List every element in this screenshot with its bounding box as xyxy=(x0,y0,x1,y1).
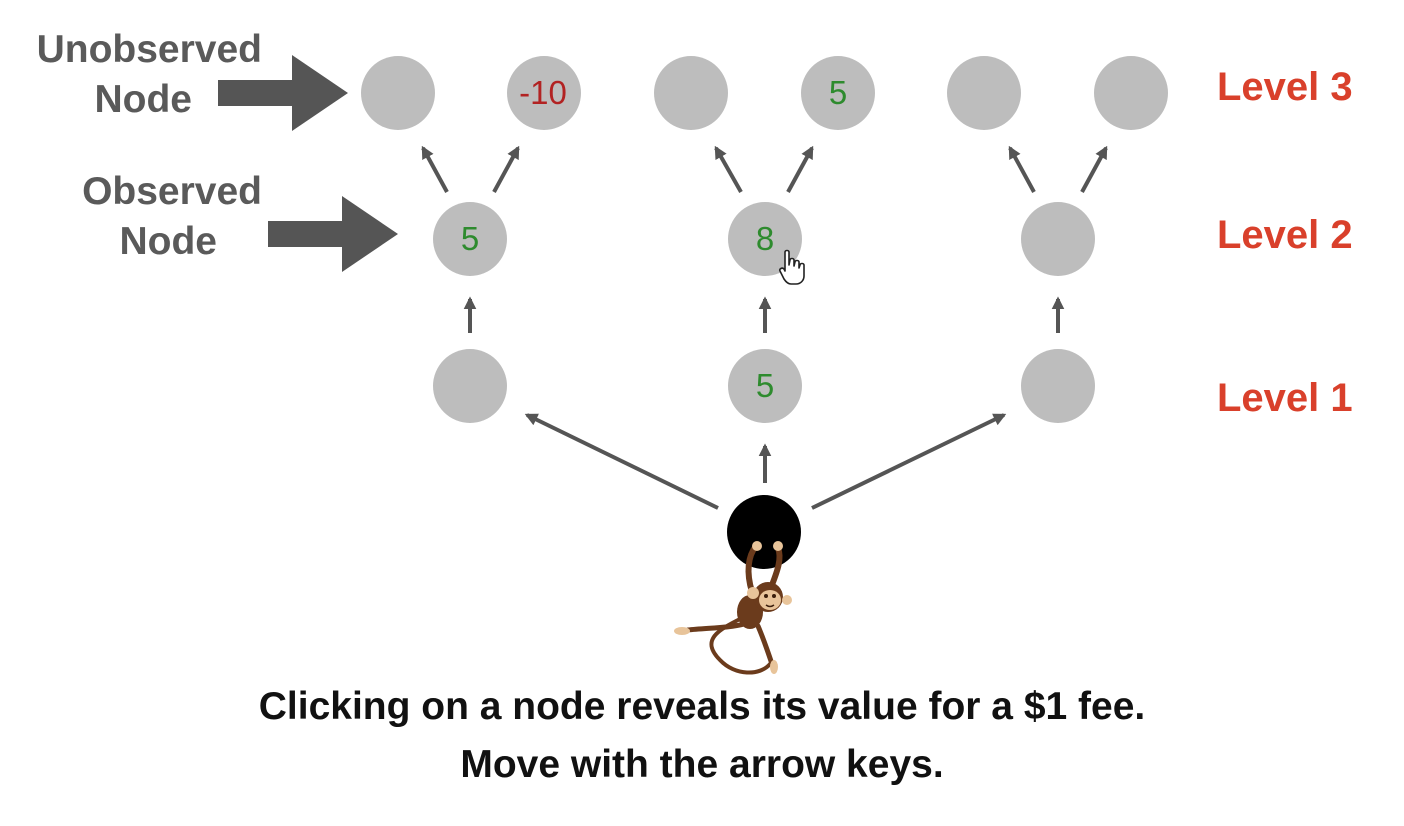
observed-label-line-2: Node xyxy=(120,220,218,263)
tree-node[interactable] xyxy=(654,56,728,130)
unobserved-label-line-1: Unobserved xyxy=(37,28,262,71)
edge-l2-b-l3-c xyxy=(714,145,743,193)
node-value: -10 xyxy=(519,74,567,111)
level-2-nodes: 5 8 xyxy=(433,202,1095,276)
level-1-nodes: 5 xyxy=(433,349,1095,423)
node-value: 5 xyxy=(461,220,479,257)
tree-edges xyxy=(421,145,1108,510)
node-value: 5 xyxy=(829,74,847,111)
tree-node[interactable]: 5 xyxy=(433,202,507,276)
level-labels: Level 3 Level 2 Level 1 xyxy=(1217,65,1353,420)
tree-node[interactable] xyxy=(1021,202,1095,276)
tree-node[interactable]: 8 xyxy=(728,202,802,276)
edge-l2-c-l3-f xyxy=(1080,145,1108,193)
tree-node[interactable] xyxy=(361,56,435,130)
edge-root-l1-c xyxy=(811,413,1007,510)
level-1-label: Level 1 xyxy=(1217,376,1353,420)
tree-node[interactable] xyxy=(433,349,507,423)
tree-node[interactable] xyxy=(947,56,1021,130)
observed-label-line-1: Observed xyxy=(82,170,262,213)
tree-node[interactable]: 5 xyxy=(801,56,875,130)
tree-node[interactable] xyxy=(1094,56,1168,130)
unobserved-label-line-2: Node xyxy=(95,78,193,121)
node-value: 8 xyxy=(756,220,774,257)
edge-l2-a-l3-b xyxy=(492,145,520,193)
observed-node-label: Observed Node xyxy=(82,170,262,263)
tree-node[interactable] xyxy=(1021,349,1095,423)
caption-line-2: Move with the arrow keys. xyxy=(460,743,944,786)
hand-pointer-icon xyxy=(779,249,805,285)
level-3-label: Level 3 xyxy=(1217,65,1353,109)
level-2-label: Level 2 xyxy=(1217,213,1353,257)
tree-node[interactable]: -10 xyxy=(507,56,581,130)
node-value: 5 xyxy=(756,367,774,404)
level-3-nodes: -10 5 xyxy=(361,56,1168,130)
start-node xyxy=(727,495,801,569)
tree-node[interactable]: 5 xyxy=(728,349,802,423)
caption-line-1: Clicking on a node reveals its value for… xyxy=(258,685,1146,728)
edge-l2-a-l3-a xyxy=(421,145,449,193)
edge-root-l1-a xyxy=(524,413,719,510)
edge-l2-c-l3-e xyxy=(1008,145,1036,193)
agent xyxy=(674,495,801,675)
edge-l2-b-l3-d xyxy=(786,145,814,193)
monkey-icon xyxy=(674,541,792,675)
observed-pointer-arrow-icon xyxy=(268,196,398,272)
unobserved-node-label: Unobserved Node xyxy=(37,28,262,121)
unobserved-pointer-arrow-icon xyxy=(218,55,348,131)
